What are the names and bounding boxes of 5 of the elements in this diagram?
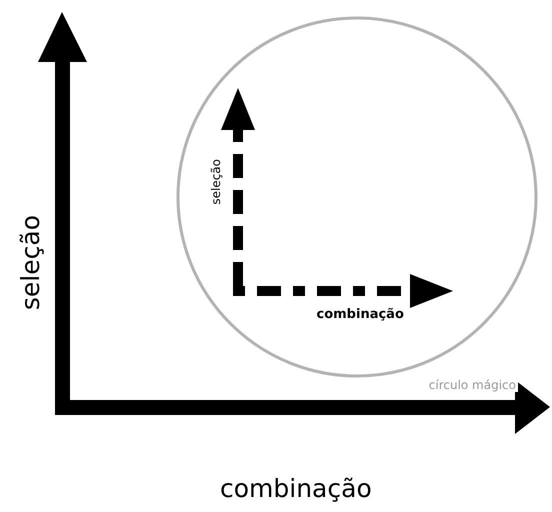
axis-label: combinação <box>316 306 404 322</box>
circle-label: círculo mágico <box>426 378 518 392</box>
axis-label: seleção <box>16 214 44 310</box>
axis-label: seleção <box>209 159 223 205</box>
axis-label: combinação <box>220 474 372 502</box>
